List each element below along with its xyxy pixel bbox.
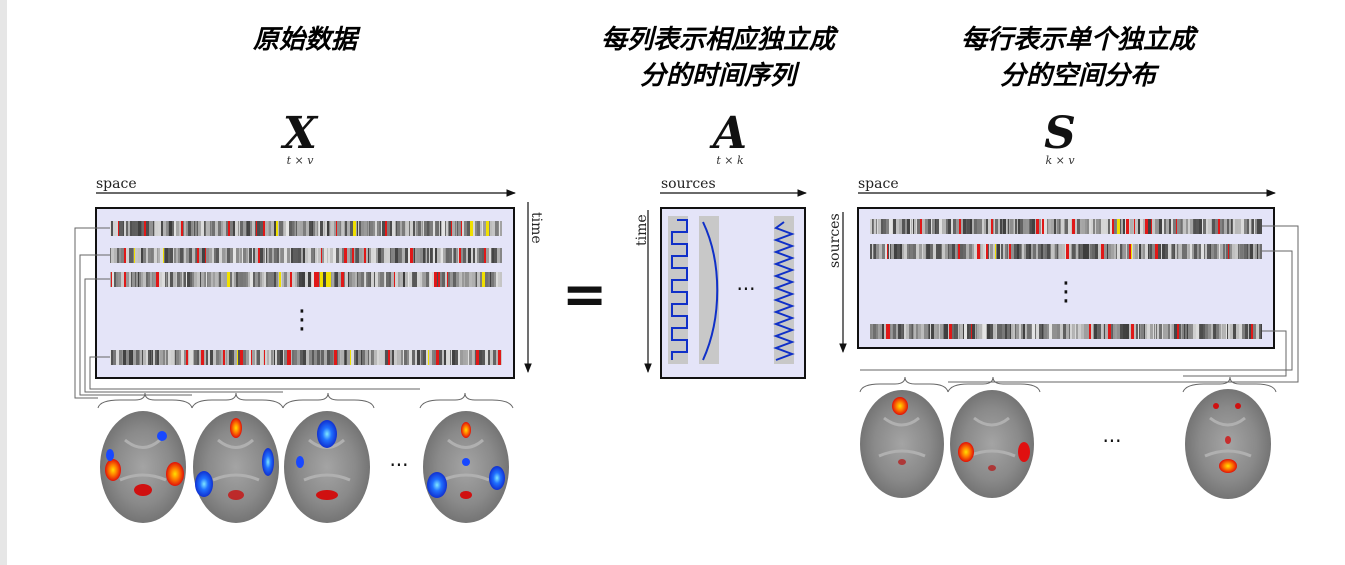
s-top-axis-label: space [858,176,899,192]
s-voxel-row-2 [870,244,1262,259]
s-brain-map-1 [860,390,944,498]
s-connector-2 [860,250,1293,371]
a-timecourse-sine [702,221,719,361]
x-row-brain-connectors [74,227,420,399]
a-timecourse-square-wave [671,219,688,360]
s-connector-k [1183,330,1287,377]
matrix-s-dims: k × v [1045,154,1075,167]
heading-mixing-matrix: 每列表示相应独立成 分的时间序列 [558,22,878,94]
s-connector-1 [948,225,1299,383]
x-connector-3 [84,278,283,393]
s-row-ellipsis: ⋮ [1053,277,1079,307]
s-matrix-rows [870,219,1262,339]
s-brain-ellipsis: ··· [1102,429,1121,453]
x-top-axis-label: space [96,176,137,192]
matrix-x-dims: t × v [286,154,314,167]
heading-mixing-line1: 每列表示相应独立成 [600,25,835,55]
a-timecourse-oscillation [773,221,795,361]
x-row-ellipsis: ⋮ [289,305,315,335]
s-voxel-row-1 [870,219,1262,234]
x-voxel-row-1 [110,221,502,236]
heading-raw-data-text: 原始数据 [252,25,357,55]
x-brain-map-k [423,411,509,523]
x-matrix-rows [110,221,502,365]
s-row-brain-connectors [860,225,1299,383]
x-brain-map-3 [284,411,370,523]
a-top-axis-label: sources [661,176,716,192]
brain-braces [97,376,1277,409]
matrix-a-dims: t × k [716,154,744,167]
x-brain-map-1 [100,411,186,523]
heading-source-line1: 每行表示单个独立成 [960,25,1195,55]
x-connector-2 [79,254,192,396]
heading-source-line2: 分的空间分布 [999,61,1156,91]
x-voxel-row-4 [110,350,502,365]
x-matrix-box [95,207,515,379]
s-voxel-row-3 [870,324,1262,339]
x-connector-k [89,356,420,390]
heading-raw-data: 原始数据 [225,22,385,58]
x-connector-1 [74,227,110,399]
heading-mixing-line2: 分的时间序列 [639,61,796,91]
matrix-a-symbol: A [712,108,748,159]
x-voxel-row-3 [110,272,502,287]
x-brain-ellipsis: ··· [389,453,408,477]
heading-source-matrix: 每行表示单个独立成 分的空间分布 [918,22,1238,94]
a-column-ellipsis: ··· [736,277,755,301]
matrix-s-symbol: S [1044,108,1076,159]
x-brain-map-2 [193,411,279,523]
x-voxel-row-2 [110,248,502,263]
s-brain-map-2 [950,390,1034,498]
s-brain-map-k [1185,389,1271,499]
matrix-x-symbol: X [282,108,318,159]
